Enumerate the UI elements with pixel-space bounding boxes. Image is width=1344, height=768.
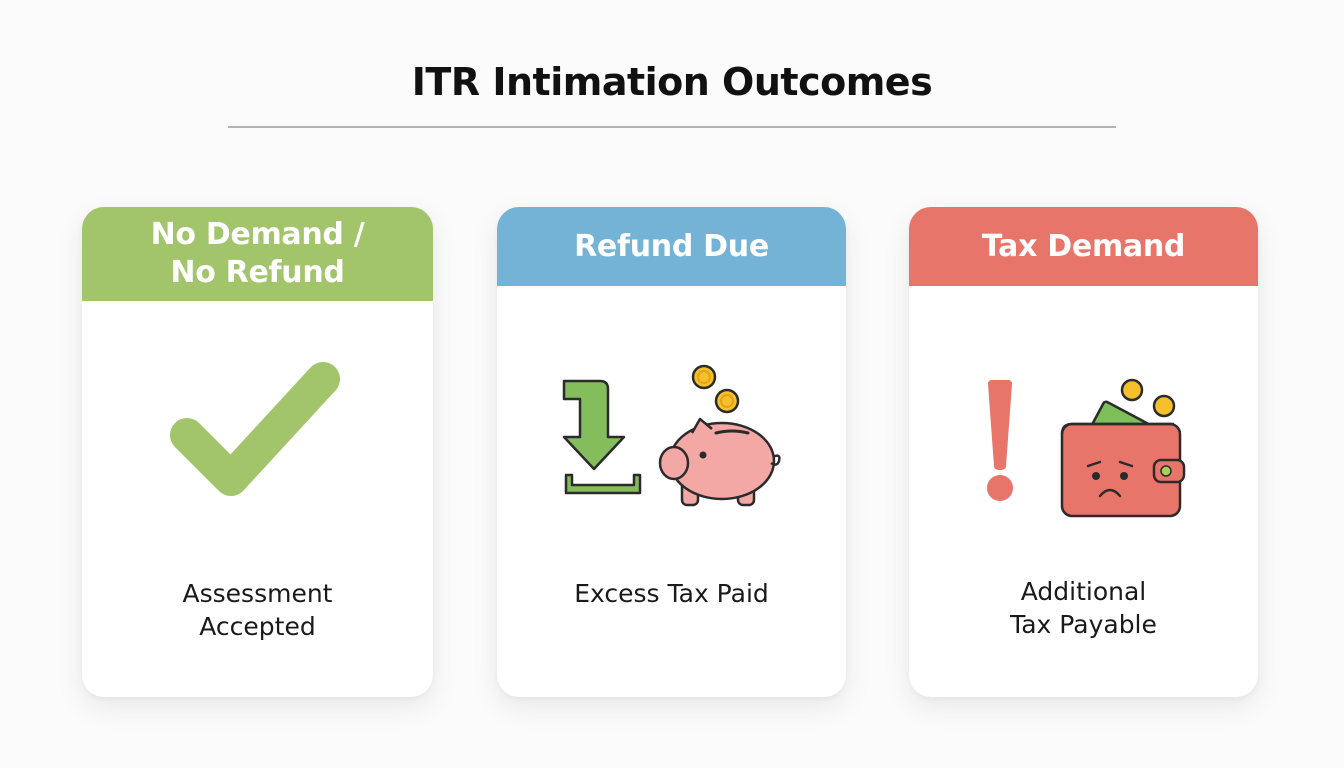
card-header-line: Tax Demand [981, 228, 1186, 264]
title-divider [228, 126, 1116, 128]
card-header-line: No Refund [170, 255, 345, 290]
caption-line: Accepted [199, 612, 316, 641]
piggy-bank-download-icon [497, 357, 846, 517]
card-header-line: Refund Due [574, 228, 769, 264]
caption-line: Excess Tax Paid [574, 579, 769, 608]
card-header-refund-due: Refund Due [497, 207, 846, 286]
card-caption-refund-due: Excess Tax Paid [497, 577, 846, 610]
card-tax-demand: Tax Demand [909, 207, 1258, 697]
page-title: ITR Intimation Outcomes [411, 60, 933, 104]
card-header-line: No Demand / [150, 217, 365, 252]
coin-icon [1120, 378, 1175, 418]
coin-icon [691, 364, 739, 414]
card-no-demand: No Demand / No Refund Assessment Accepte… [82, 207, 433, 697]
card-caption-no-demand: Assessment Accepted [82, 577, 433, 643]
caption-line: Tax Payable [1010, 610, 1157, 639]
exclamation-icon [986, 380, 1013, 501]
card-header-no-demand: No Demand / No Refund [82, 207, 433, 301]
caption-line: Assessment [182, 579, 333, 608]
wallet-icon [1060, 422, 1185, 518]
card-header-tax-demand: Tax Demand [909, 207, 1258, 286]
sad-wallet-exclamation-icon [909, 372, 1258, 522]
download-arrow-icon [562, 379, 641, 495]
checkmark-icon [82, 357, 433, 517]
piggy-bank-icon [658, 417, 781, 507]
card-refund-due: Refund Due [497, 207, 846, 697]
caption-line: Additional [1020, 577, 1147, 606]
card-caption-tax-demand: Additional Tax Payable [909, 575, 1258, 641]
